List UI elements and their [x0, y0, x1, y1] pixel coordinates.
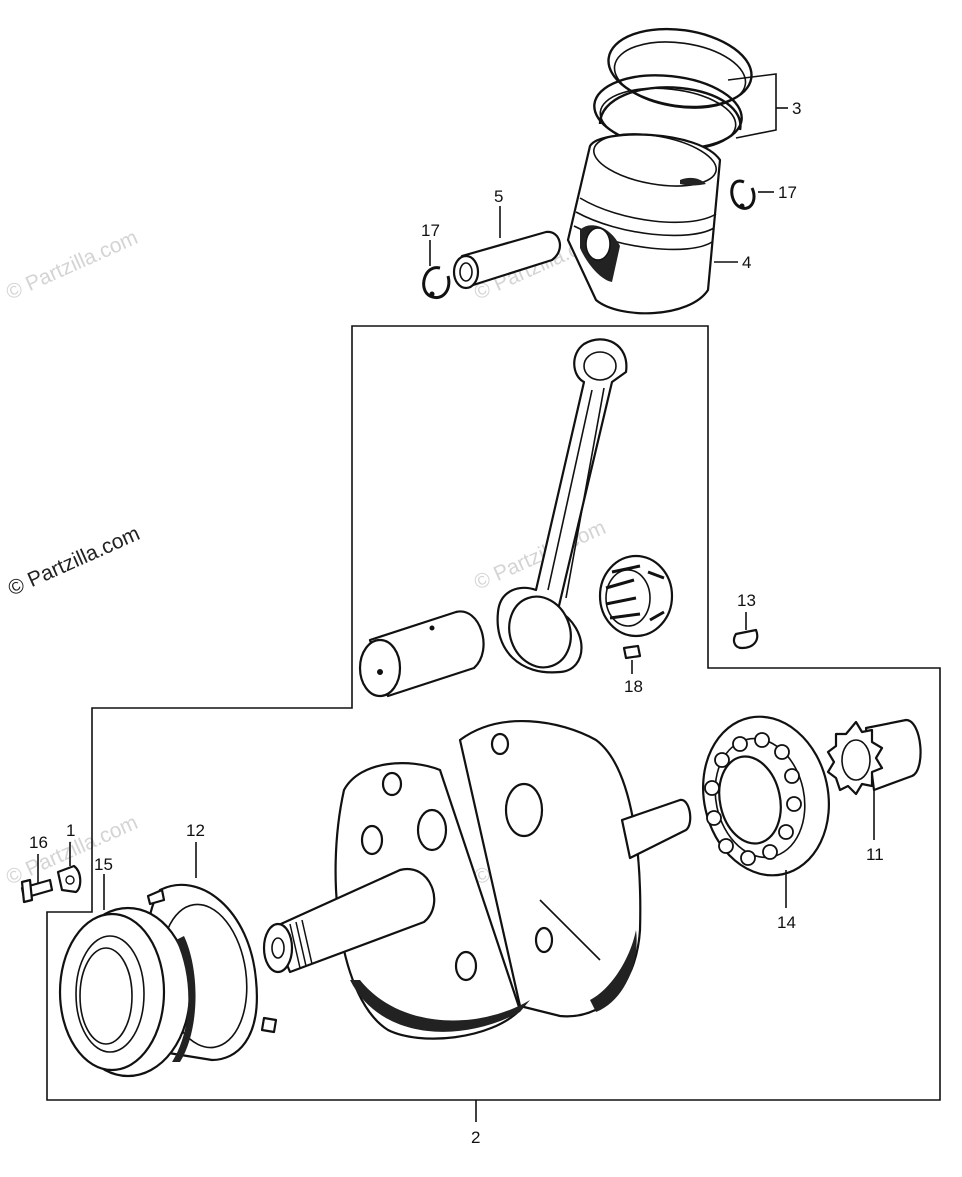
crankshaft [262, 719, 692, 1040]
callout-15: 15 [94, 855, 113, 874]
assembly-boundary [46, 325, 941, 1122]
callout-4: 4 [742, 253, 751, 272]
leader-lines [37, 73, 875, 910]
piston-pin [452, 230, 562, 290]
callout-17-left: 17 [421, 221, 440, 240]
callout-18: 18 [624, 677, 643, 696]
watermark-main: © Partzilla.com [5, 522, 144, 601]
circlip-right [730, 179, 756, 210]
oil-seal [58, 906, 196, 1078]
callout-labels: 3 17 5 17 4 13 18 11 14 12 1 16 15 2 [29, 99, 884, 1147]
piston [566, 133, 722, 315]
watermark-faint-1: © Partzilla.com [3, 226, 142, 305]
callout-16: 16 [29, 833, 48, 852]
bolt [20, 878, 54, 904]
woodruff-key [732, 628, 759, 650]
callout-2: 2 [471, 1128, 480, 1147]
callout-14: 14 [777, 913, 796, 932]
crank-pin [358, 610, 485, 698]
crank-pin-plug [622, 644, 642, 660]
needle-bearing [598, 554, 674, 638]
lock-tab [56, 864, 82, 894]
callout-13: 13 [737, 591, 756, 610]
circlip-left [422, 266, 451, 299]
cam-sprocket [826, 718, 922, 796]
ball-bearing [702, 715, 830, 877]
callout-12: 12 [186, 821, 205, 840]
callout-11: 11 [866, 845, 884, 864]
callout-1: 1 [66, 821, 75, 840]
callout-5: 5 [494, 187, 503, 206]
piston-rings [593, 27, 753, 151]
callout-3: 3 [792, 99, 801, 118]
connecting-rod [496, 338, 628, 674]
callout-17-right: 17 [778, 183, 797, 202]
